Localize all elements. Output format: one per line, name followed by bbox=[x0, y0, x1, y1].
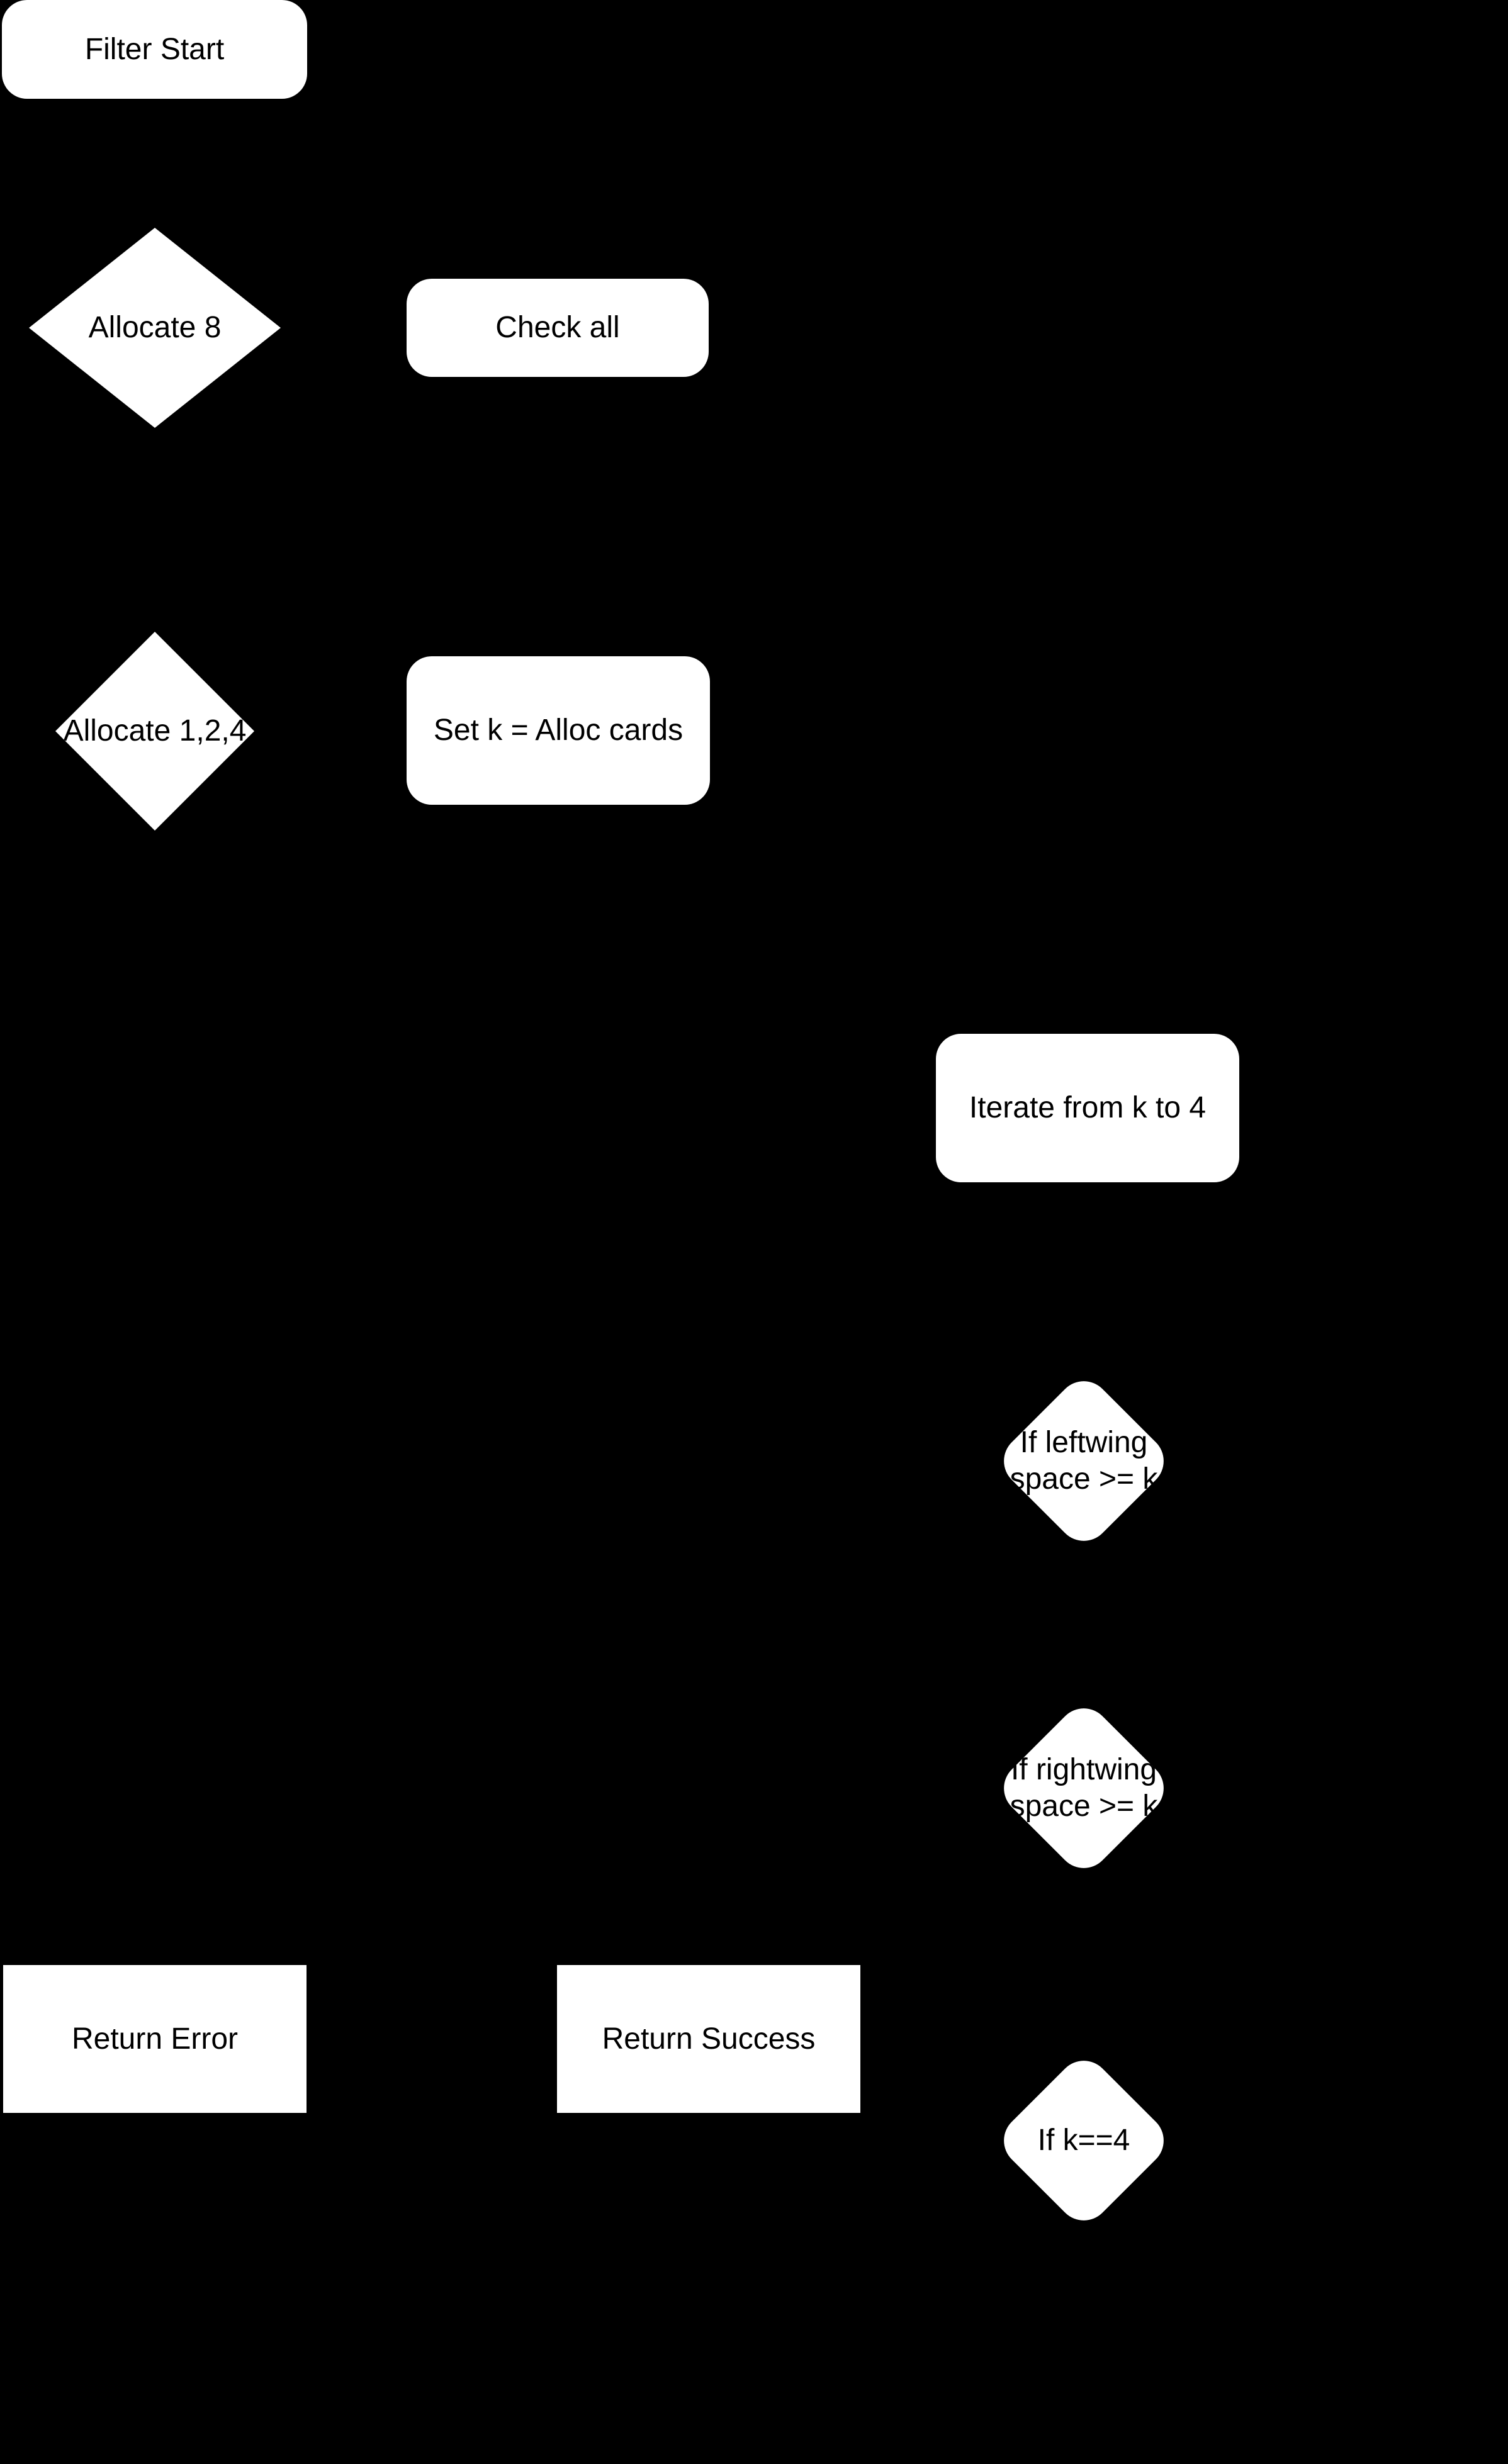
flow-node-allocate-8: Allocate 8 bbox=[29, 228, 281, 428]
flow-node-if-k-equals-4: If k==4 bbox=[993, 2049, 1175, 2232]
flow-node-if-k-equals-4-label: If k==4 bbox=[1037, 2124, 1130, 2157]
flow-node-return-success: Return Success bbox=[557, 1965, 860, 2113]
flow-node-allocate-1-2-4: Allocate 1,2,4 bbox=[55, 632, 254, 831]
flow-node-set-k-alloc-cards: Set k = Alloc cards bbox=[407, 656, 710, 805]
flow-node-return-error-label: Return Error bbox=[71, 2022, 239, 2056]
flow-node-iterate-from-k-to-4: Iterate from k to 4 bbox=[936, 1034, 1239, 1182]
flow-node-if-rightwing-space: If rightwing space >= k bbox=[993, 1697, 1175, 1879]
flow-node-set-k-alloc-cards-label: Set k = Alloc cards bbox=[433, 714, 684, 747]
flow-node-allocate-1-2-4-label: Allocate 1,2,4 bbox=[63, 714, 247, 748]
flow-node-filter-start: Filter Start bbox=[2, 0, 307, 99]
flow-node-return-error: Return Error bbox=[3, 1965, 307, 2113]
flow-node-if-leftwing-space: If leftwing space >= k bbox=[993, 1370, 1175, 1552]
flow-node-if-rightwing-space-label: If rightwing space >= k bbox=[1010, 1753, 1158, 1823]
flow-node-if-leftwing-space-label: If leftwing space >= k bbox=[1010, 1426, 1158, 1496]
flow-node-check-all-label: Check all bbox=[495, 311, 620, 344]
flow-node-check-all: Check all bbox=[407, 279, 709, 377]
flow-node-iterate-from-k-to-4-label: Iterate from k to 4 bbox=[969, 1091, 1207, 1124]
flow-node-allocate-8-label: Allocate 8 bbox=[88, 311, 222, 344]
flow-node-filter-start-label: Filter Start bbox=[84, 32, 225, 66]
flow-node-return-success-label: Return Success bbox=[602, 2022, 816, 2056]
